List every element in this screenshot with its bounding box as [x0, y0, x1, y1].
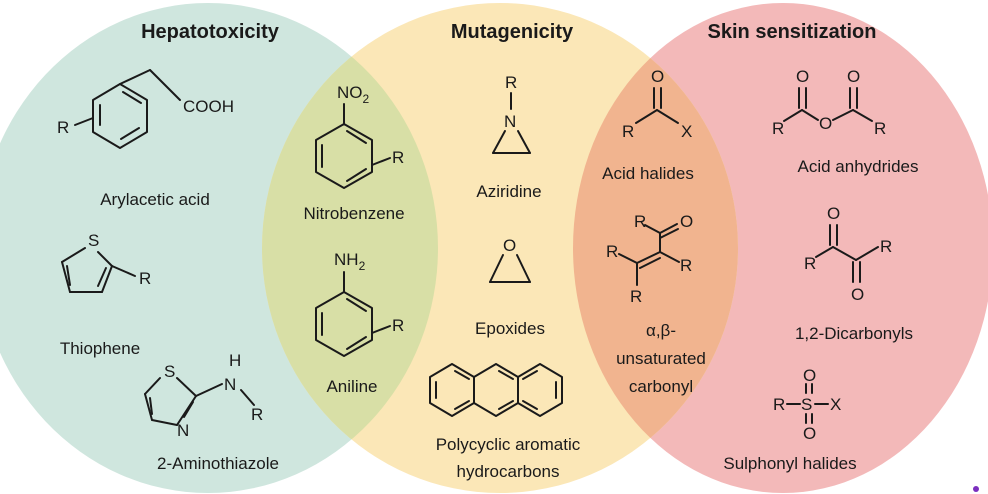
svg-text:R: R: [606, 242, 618, 261]
svg-text:S: S: [88, 231, 99, 250]
label-epoxides: Epoxides: [475, 319, 545, 338]
label-aziridine: Aziridine: [476, 182, 541, 201]
svg-text:O: O: [651, 67, 664, 86]
label-thiophene: Thiophene: [60, 339, 140, 358]
aziridine-structure: R N: [492, 73, 531, 154]
accent-dot: [973, 486, 979, 492]
svg-text:R: R: [630, 287, 642, 306]
label-pah-line2: hydrocarbons: [456, 462, 559, 481]
acid-halide-structure: O R X: [622, 67, 692, 141]
svg-text:O: O: [851, 285, 864, 304]
nitrobenzene-structure: NO2 R: [315, 83, 404, 189]
svg-text:O: O: [796, 67, 809, 86]
svg-text:O: O: [803, 424, 816, 443]
svg-text:NH2: NH2: [334, 250, 366, 273]
label-acid-anhydrides: Acid anhydrides: [798, 157, 919, 176]
label-arylacetic-acid: Arylacetic acid: [100, 190, 210, 209]
svg-text:NO2: NO2: [337, 83, 370, 106]
aminothiazole-structure: S N N H R: [144, 351, 263, 440]
svg-text:R: R: [634, 212, 646, 231]
svg-text:O: O: [827, 204, 840, 223]
label-12-dicarbonyls: 1,2-Dicarbonyls: [795, 324, 913, 343]
svg-text:R: R: [804, 254, 816, 273]
svg-text:N: N: [504, 112, 516, 131]
dicarbonyl-structure: O R R O: [804, 204, 892, 304]
acid-anhydride-structure: O O O R R: [772, 67, 886, 138]
svg-text:R: R: [57, 118, 69, 137]
svg-text:R: R: [392, 316, 404, 335]
muta-skin-overlap: [573, 3, 738, 493]
svg-text:R: R: [772, 119, 784, 138]
label-sulphonyl-halides: Sulphonyl halides: [723, 454, 856, 473]
hepato-muta-overlap: [262, 3, 438, 493]
svg-text:N: N: [224, 375, 236, 394]
svg-text:O: O: [503, 236, 516, 255]
thiophene-structure: S R: [61, 231, 151, 293]
label-acid-halides: Acid halides: [602, 164, 694, 183]
label-2-aminothiazole: 2-Aminothiazole: [157, 454, 279, 473]
svg-text:R: R: [622, 122, 634, 141]
svg-text:O: O: [819, 114, 832, 133]
label-pah-line1: Polycyclic aromatic: [436, 435, 581, 454]
svg-text:R: R: [680, 256, 692, 275]
arylacetic-acid-structure: COOH R: [57, 69, 234, 149]
aniline-structure: NH2 R: [315, 250, 404, 357]
svg-text:S: S: [164, 362, 175, 381]
svg-text:R: R: [773, 395, 785, 414]
label-unsat-line2: unsaturated: [616, 349, 706, 368]
label-nitrobenzene: Nitrobenzene: [303, 204, 404, 223]
svg-text:COOH: COOH: [183, 97, 234, 116]
svg-text:X: X: [681, 122, 692, 141]
svg-text:R: R: [251, 405, 263, 424]
heading-skin-sensitization: Skin sensitization: [708, 21, 877, 43]
svg-text:H: H: [229, 351, 241, 370]
heading-mutagenicity: Mutagenicity: [451, 21, 574, 43]
svg-text:R: R: [505, 73, 517, 92]
label-unsat-line1: α,β-: [646, 321, 676, 340]
svg-text:O: O: [803, 366, 816, 385]
sulphonyl-halide-structure: O R S X O: [773, 366, 841, 443]
svg-text:O: O: [680, 212, 693, 231]
svg-text:X: X: [830, 395, 841, 414]
label-unsat-line3: carbonyl: [629, 377, 693, 396]
svg-text:R: R: [874, 119, 886, 138]
anthracene-structure: [429, 363, 563, 417]
heading-hepatotoxicity: Hepatotoxicity: [141, 21, 280, 43]
svg-text:R: R: [880, 237, 892, 256]
svg-text:S: S: [801, 395, 812, 414]
svg-text:N: N: [177, 421, 189, 440]
label-aniline: Aniline: [326, 377, 377, 396]
svg-text:R: R: [139, 269, 151, 288]
unsaturated-carbonyl-structure: R O R R R: [606, 212, 693, 306]
svg-text:O: O: [847, 67, 860, 86]
epoxide-structure: O: [489, 236, 531, 283]
svg-text:R: R: [392, 148, 404, 167]
